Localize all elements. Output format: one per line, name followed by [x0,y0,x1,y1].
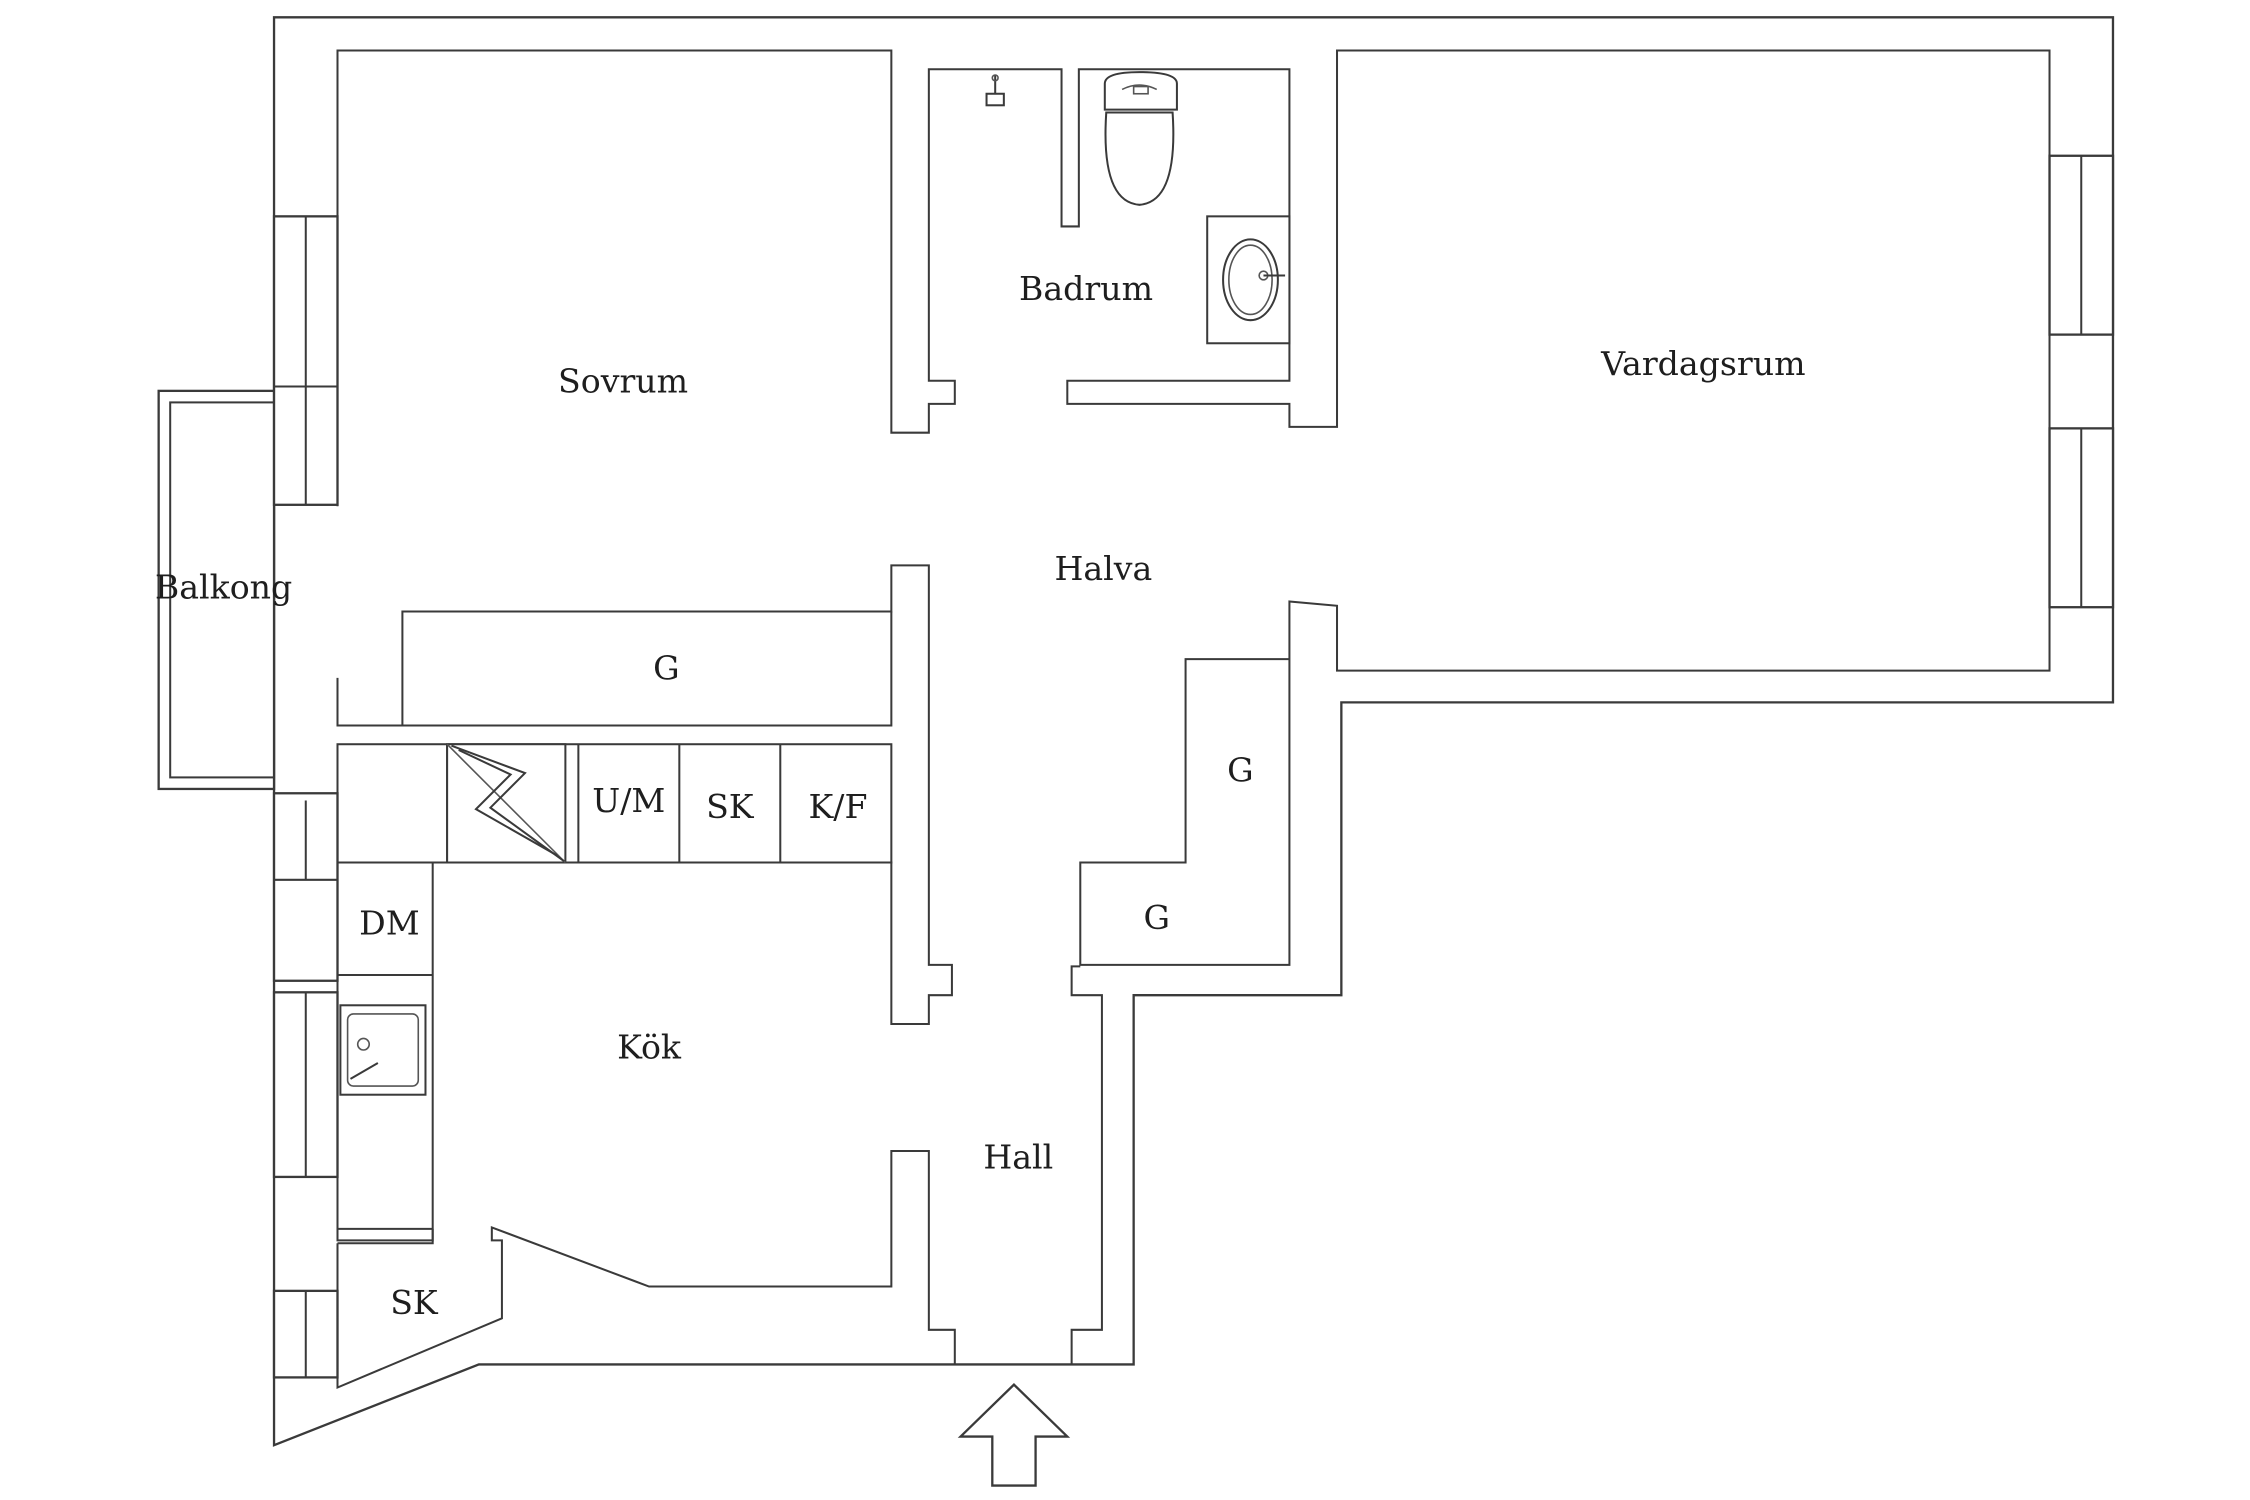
label-sk-corner: SK [390,1283,439,1322]
label-hall: Hall [983,1137,1053,1176]
label-dm: DM [359,904,420,943]
kitchen-walls [336,564,953,1242]
label-sovrum: Sovrum [558,361,688,400]
bathroom-sink [1206,215,1291,345]
label-g-right-upper: G [1227,751,1254,790]
pantry-walls [336,1149,956,1390]
toilet [1103,71,1178,206]
label-g-bedroom: G [653,648,680,687]
label-badrum: Badrum [1019,269,1153,308]
shower-head [985,74,1005,107]
windows-left [272,215,339,1379]
label-sk-kitchen-row: SK [706,787,755,826]
label-halva: Halva [1054,549,1152,588]
label-kok: Kök [617,1028,682,1067]
label-vardagsrum: Vardagsrum [1600,344,1805,383]
exterior-wall [272,16,2115,1447]
stove [446,743,567,864]
windows-right [2048,154,2115,609]
bedroom-walls [336,49,2051,966]
label-balkong: Balkong [155,568,292,607]
kitchen-sink [339,1004,427,1096]
entrance-arrow-icon [957,1383,1071,1487]
label-um: U/M [592,781,665,820]
hall-walls [1070,965,1103,1365]
balcony [157,389,276,791]
kitchen-counter [336,743,893,864]
label-kf: K/F [809,787,868,826]
label-g-right-lower: G [1143,898,1170,937]
